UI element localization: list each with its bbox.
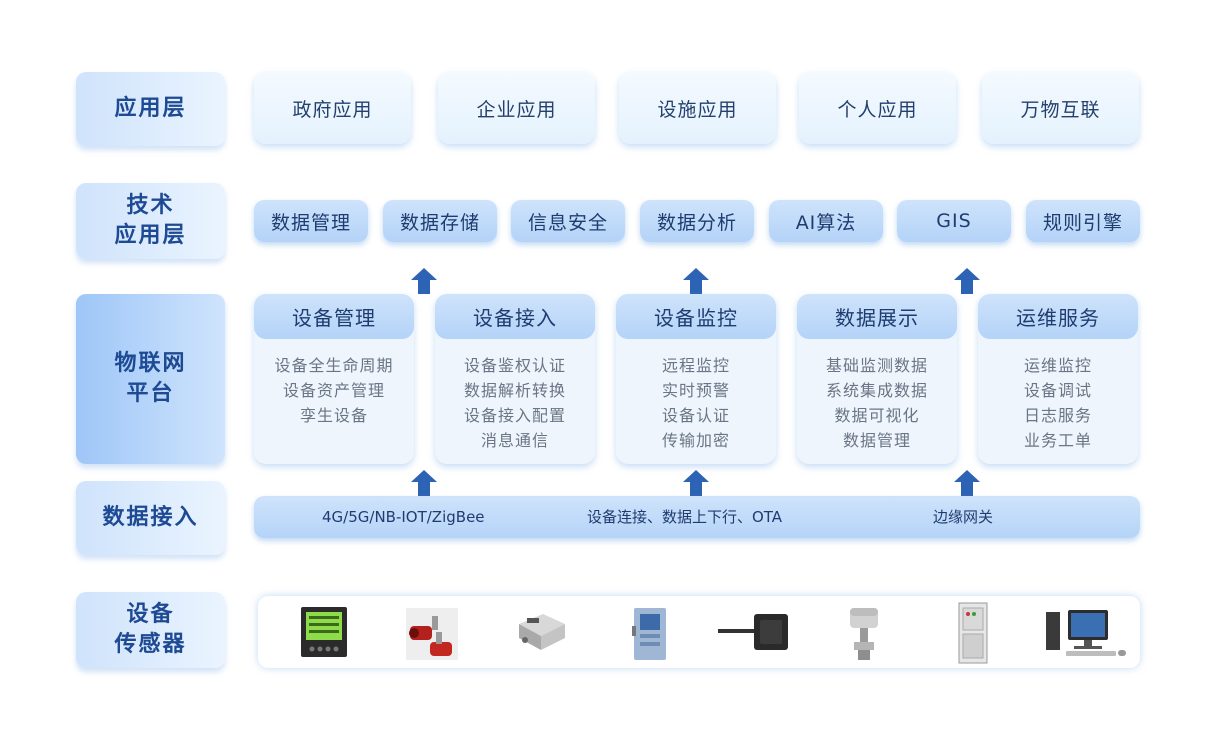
arrow-up-icon [683, 268, 709, 294]
platform-card-item: 设备鉴权认证 [463, 356, 566, 375]
platform-card-device-access: 设备接入 设备鉴权认证 数据解析转换 设备接入配置 消息通信 [435, 294, 595, 464]
platform-card-item: 设备资产管理 [282, 381, 385, 400]
arrow-up-icon [683, 470, 709, 496]
platform-card-data-display: 数据展示 基础监测数据 系统集成数据 数据可视化 数据管理 [797, 294, 957, 464]
platform-card-item: 数据管理 [842, 431, 911, 450]
layer-label-tech: 技术 应用层 [76, 183, 225, 259]
layer-label-application: 应用层 [76, 72, 225, 146]
access-protocols: 4G/5G/NB-IOT/ZigBee [322, 508, 485, 526]
platform-card-item: 实时预警 [661, 381, 730, 400]
platform-card-item: 设备调试 [1023, 381, 1092, 400]
platform-card-device-management: 设备管理 设备全生命周期 设备资产管理 孪生设备 [254, 294, 414, 464]
platform-card-title: 设备管理 [254, 294, 414, 339]
platform-card-item: 消息通信 [480, 431, 549, 450]
platform-card-title: 运维服务 [978, 294, 1138, 339]
platform-card-item: 运维监控 [1023, 356, 1092, 375]
arrow-up-icon [954, 268, 980, 294]
layer-label-device-line2: 传感器 [114, 632, 187, 657]
layer-label-platform: 物联网 平台 [76, 294, 225, 464]
app-facility: 设施应用 [619, 72, 776, 144]
platform-card-item: 基础监测数据 [825, 356, 928, 375]
layer-label-platform-line1: 物联网 [114, 351, 187, 376]
layer-label-device: 设备 传感器 [76, 592, 225, 668]
arrow-up-icon [411, 470, 437, 496]
arrow-up-icon [954, 470, 980, 496]
arrow-up-icon [411, 268, 437, 294]
app-enterprise: 企业应用 [438, 72, 595, 144]
layer-label-access-text: 数据接入 [102, 505, 199, 530]
platform-card-item: 系统集成数据 [825, 381, 928, 400]
valve-actuator-icon [850, 608, 878, 660]
tech-gis: GIS [897, 200, 1011, 242]
tech-data-analysis: 数据分析 [640, 200, 754, 242]
platform-card-item: 设备全生命周期 [274, 356, 394, 375]
platform-card-item: 数据可视化 [834, 406, 920, 425]
layer-label-device-line1: 设备 [126, 602, 175, 627]
tech-data-management: 数据管理 [254, 200, 368, 242]
layer-label-tech-line1: 技术 [126, 193, 175, 218]
device-panel [258, 596, 1140, 668]
access-edge-gateway: 边缘网关 [933, 508, 994, 526]
power-meter-icon [301, 607, 347, 657]
platform-card-ops-service: 运维服务 运维监控 设备调试 日志服务 业务工单 [978, 294, 1138, 464]
tech-data-storage: 数据存储 [383, 200, 497, 242]
platform-card-item: 数据解析转换 [463, 381, 566, 400]
flow-meter-icon [632, 608, 666, 660]
tech-ai-algorithm: AI算法 [769, 200, 883, 242]
platform-card-title: 设备接入 [435, 294, 595, 339]
platform-card-item: 业务工单 [1023, 431, 1092, 450]
layer-label-platform-line2: 平台 [126, 381, 175, 406]
app-iot: 万物互联 [982, 72, 1139, 144]
platform-card-item: 设备接入配置 [463, 406, 566, 425]
platform-card-item: 传输加密 [661, 431, 730, 450]
flow-sensor-icon [406, 608, 458, 660]
platform-card-item: 设备认证 [661, 406, 730, 425]
app-personal: 个人应用 [799, 72, 956, 144]
platform-card-item: 远程监控 [661, 356, 730, 375]
app-government: 政府应用 [254, 72, 411, 144]
duct-sensor-icon [718, 614, 788, 650]
layer-label-tech-line2: 应用层 [114, 223, 187, 248]
tech-info-security: 信息安全 [511, 200, 625, 242]
layer-label-application-text: 应用层 [114, 96, 187, 121]
computer-icon [1046, 610, 1126, 656]
platform-card-item: 孪生设备 [299, 406, 368, 425]
access-connection: 设备连接、数据上下行、OTA [587, 508, 783, 526]
junction-box-icon [519, 614, 565, 650]
data-access-bar: 4G/5G/NB-IOT/ZigBee 设备连接、数据上下行、OTA 边缘网关 [254, 496, 1140, 538]
tech-rule-engine: 规则引擎 [1026, 200, 1140, 242]
platform-card-title: 设备监控 [616, 294, 776, 339]
platform-card-title: 数据展示 [797, 294, 957, 339]
platform-card-item: 日志服务 [1023, 406, 1092, 425]
control-cabinet-icon [958, 602, 988, 664]
layer-label-access: 数据接入 [76, 481, 225, 555]
platform-card-device-monitoring: 设备监控 远程监控 实时预警 设备认证 传输加密 [616, 294, 776, 464]
